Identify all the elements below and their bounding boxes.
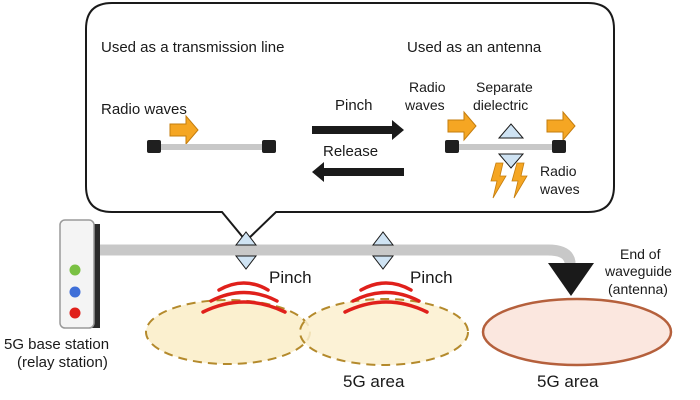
pinch-label: Pinch (335, 97, 373, 114)
coverage-area-left (145, 299, 311, 365)
end-of-waveguide-line-1: End of (620, 246, 661, 262)
coverage-area-middle (299, 298, 469, 366)
callout-bubble (85, 2, 615, 243)
radio-wave-arcs-icon (201, 281, 287, 314)
orange-arrow-icon (447, 110, 477, 142)
waveguide-line (89, 244, 576, 268)
antenna-end-cap-right (552, 140, 566, 153)
separate-dielectric-line-2: dielectric (473, 97, 528, 113)
area-label-left: 5G area (343, 372, 405, 391)
base-station-icon (59, 219, 100, 329)
coverage-area-antenna (481, 297, 673, 367)
release-label: Release (323, 143, 378, 160)
dielectric-clamp-icon (497, 123, 525, 169)
antenna-header: Used as an antenna (407, 39, 542, 56)
radio-waves-in-line-1: Radio (409, 79, 446, 95)
line-end-cap-right (262, 140, 276, 153)
lightning-icon (490, 162, 528, 199)
pinch-label-left: Pinch (269, 268, 312, 287)
antenna-line-bar (456, 144, 558, 150)
end-of-waveguide-line-3: (antenna) (608, 281, 668, 297)
led-blue (69, 286, 81, 298)
orange-arrow-icon (169, 114, 199, 146)
radio-waves-out-line-1: Radio (540, 163, 577, 179)
led-red (69, 307, 81, 319)
radio-waves-in-line-2: waves (404, 97, 445, 113)
radio-waves-label: Radio waves (101, 101, 187, 118)
release-arrow (312, 162, 404, 182)
base-station-line-2: (relay station) (17, 354, 108, 371)
antenna-end-cap-left (445, 140, 459, 153)
radio-wave-arcs-icon (343, 281, 429, 314)
antenna-triangle-icon (548, 263, 594, 296)
pinch-arrow (312, 120, 404, 140)
dielectric-clamp-icon (371, 231, 395, 270)
orange-arrow-icon (546, 110, 576, 142)
dielectric-clamp-icon (234, 231, 258, 270)
base-station-line-1: 5G base station (4, 336, 109, 353)
separate-dielectric-line-1: Separate (476, 79, 533, 95)
led-green (69, 264, 81, 276)
area-label-right: 5G area (537, 372, 599, 391)
transmission-line-bar (158, 144, 266, 150)
transmission-line-header: Used as a transmission line (101, 39, 284, 56)
pinch-label-right: Pinch (410, 268, 453, 287)
line-end-cap-left (147, 140, 161, 153)
end-of-waveguide-line-2: waveguide (604, 263, 672, 279)
radio-waves-out-line-2: waves (539, 181, 580, 197)
